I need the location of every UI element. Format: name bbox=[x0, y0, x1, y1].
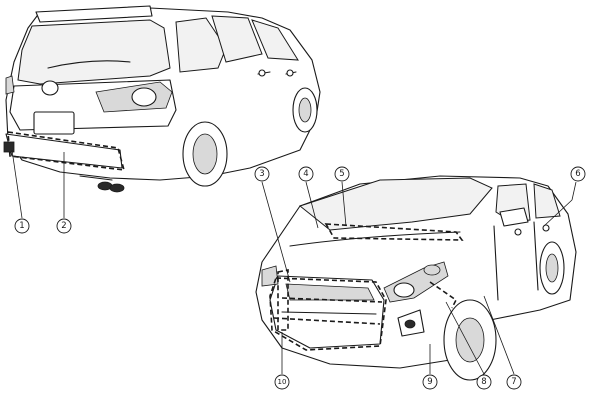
callout-number-1: 1 bbox=[19, 221, 24, 231]
front-view-vehicle bbox=[255, 175, 577, 381]
callout-number-5: 5 bbox=[339, 169, 344, 179]
callout-circle-2 bbox=[56, 218, 72, 234]
rear-view-vehicle bbox=[3, 5, 321, 193]
callout-5: 5 bbox=[334, 166, 350, 182]
cowl-area-outline bbox=[324, 223, 464, 241]
callout-circle-4 bbox=[298, 166, 314, 182]
leader-lines bbox=[11, 149, 577, 375]
callout-number-4: 4 bbox=[303, 169, 308, 179]
callout-3: 3 bbox=[254, 166, 270, 182]
rear-reflector bbox=[3, 141, 15, 153]
callout-10: 10 bbox=[274, 374, 290, 390]
callout-6: 6 bbox=[570, 166, 586, 182]
callout-circle-8 bbox=[476, 374, 492, 390]
callout-number-9: 9 bbox=[427, 377, 432, 387]
callout-number-8: 8 bbox=[481, 377, 486, 387]
callout-circle-5 bbox=[334, 166, 350, 182]
callout-circle-6 bbox=[570, 166, 586, 182]
callout-circle-10 bbox=[274, 374, 290, 390]
callout-7: 7 bbox=[506, 374, 522, 390]
callout-2: 2 bbox=[56, 218, 72, 234]
callout-9: 9 bbox=[422, 374, 438, 390]
callout-circle-1 bbox=[14, 218, 30, 234]
callout-number-6: 6 bbox=[575, 169, 580, 179]
callout-circle-7 bbox=[506, 374, 522, 390]
callout-1: 1 bbox=[14, 218, 30, 234]
front-side-member-outline bbox=[277, 269, 289, 331]
callout-8: 8 bbox=[476, 374, 492, 390]
radiator-support-outline bbox=[281, 297, 383, 303]
callout-circle-3 bbox=[254, 166, 270, 182]
callout-number-10: 10 bbox=[278, 378, 287, 386]
front-bumper-reinforcement-outline bbox=[269, 277, 387, 351]
callout-number-7: 7 bbox=[511, 377, 516, 387]
callout-number-2: 2 bbox=[61, 221, 66, 231]
callout-number-3: 3 bbox=[259, 169, 264, 179]
lower-crossmember-outline bbox=[273, 317, 381, 325]
callout-4: 4 bbox=[298, 166, 314, 182]
callout-circle-9 bbox=[422, 374, 438, 390]
front-fender-member-outline bbox=[429, 281, 458, 309]
